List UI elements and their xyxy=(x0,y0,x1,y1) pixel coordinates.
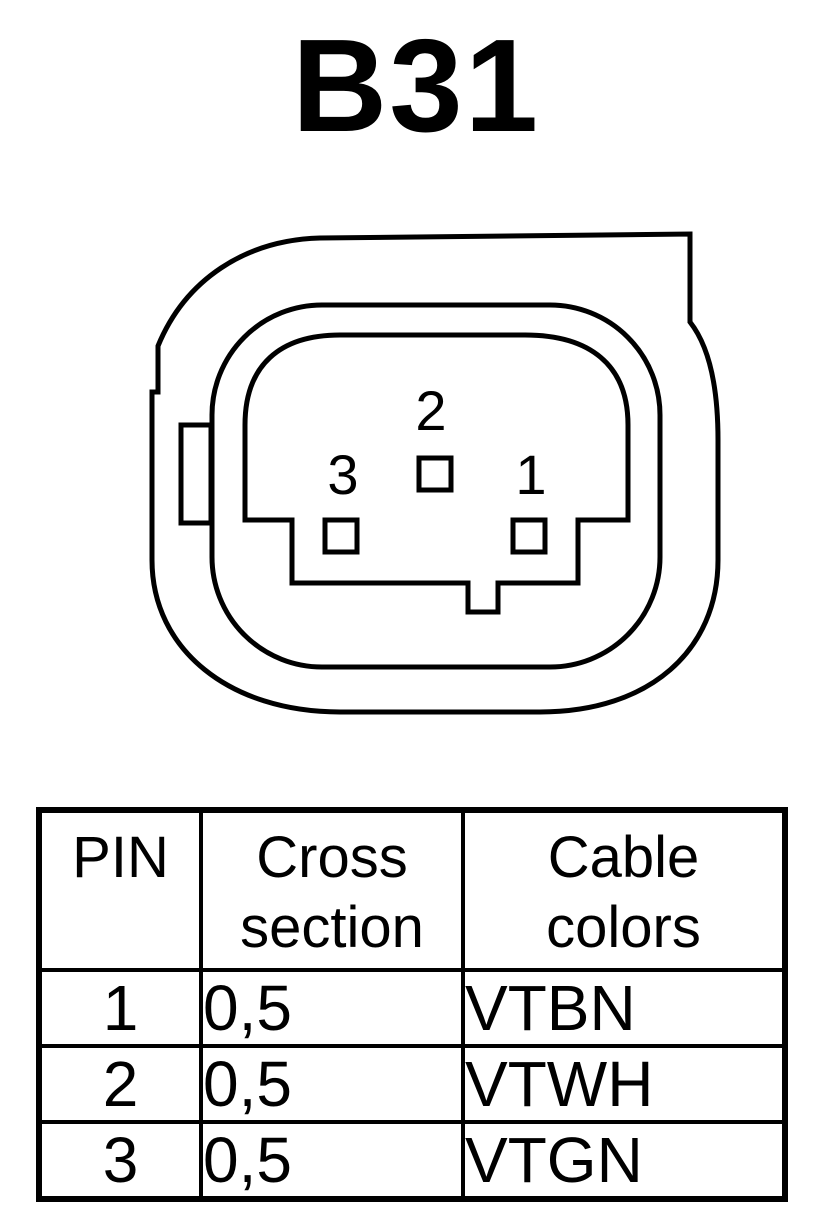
table-row: 1 0,5 VTBN xyxy=(37,968,787,1048)
cell-cross-section: 0,5 xyxy=(199,1120,465,1201)
pin-3-contact xyxy=(322,517,360,555)
table-row: 2 0,5 VTWH xyxy=(37,1044,787,1124)
cell-cross-section: 0,5 xyxy=(199,968,465,1048)
table-header-row: PIN Cross section Cable colors xyxy=(37,808,787,972)
cell-pin: 1 xyxy=(37,968,203,1048)
side-latch-tab xyxy=(178,422,214,526)
cell-pin: 3 xyxy=(37,1120,203,1201)
header-cross-section-line-1: Cross xyxy=(256,825,408,890)
connector-title: B31 xyxy=(291,12,541,159)
cell-cable-color: VTBN xyxy=(461,968,787,1048)
connector-housing-outline xyxy=(149,231,721,715)
header-cross-section: Cross section xyxy=(199,808,465,972)
pin-cavity-outline xyxy=(242,332,631,615)
header-pin: PIN xyxy=(37,808,203,972)
cell-pin: 2 xyxy=(37,1044,203,1124)
cell-cable-color: VTWH xyxy=(461,1044,787,1124)
pin-2-label: 2 xyxy=(415,379,446,442)
pin-1-contact xyxy=(510,517,548,555)
cell-cross-section: 0,5 xyxy=(199,1044,465,1124)
pin-assignment-table: PIN Cross section Cable colors 1 0,5 VTB… xyxy=(36,807,788,1202)
header-pin-line: PIN xyxy=(72,825,169,890)
pin-3-label: 3 xyxy=(327,443,358,506)
cell-cable-color: VTGN xyxy=(461,1120,787,1201)
table-row: 3 0,5 VTGN xyxy=(37,1120,787,1201)
header-cable-colors: Cable colors xyxy=(461,808,787,972)
header-cable-colors-line-1: Cable xyxy=(547,825,700,890)
header-cable-colors-line-2: colors xyxy=(546,895,701,960)
connector-diagram: 2 3 1 xyxy=(149,231,721,715)
pin-2-contact xyxy=(416,455,454,493)
header-cross-section-line-2: section xyxy=(240,895,424,960)
connector-inner-rim xyxy=(209,302,663,670)
pin-1-label: 1 xyxy=(515,443,546,506)
